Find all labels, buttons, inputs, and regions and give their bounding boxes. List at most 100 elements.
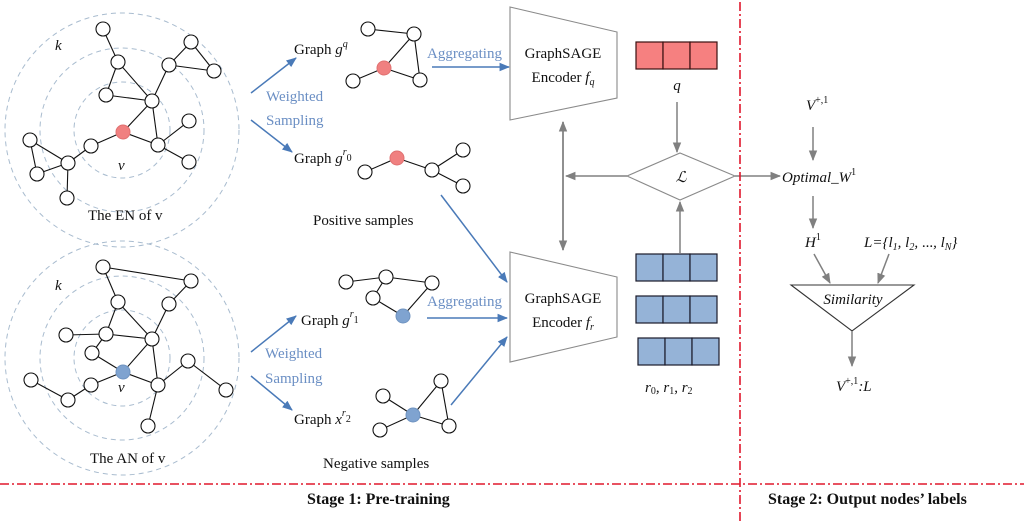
graph-node (98, 87, 114, 103)
target-node (395, 308, 411, 324)
graph-node (375, 388, 391, 404)
graph-node (424, 162, 440, 178)
k-hop-label: k (55, 38, 62, 54)
target-node (389, 150, 405, 166)
graph-node (183, 273, 199, 289)
graph-node (455, 178, 471, 194)
encoder-query: GraphSAGE Encoder fq (509, 6, 618, 121)
weighted-sampling-label: Weighted (266, 89, 324, 105)
graph-xr2: Graph xr2 (294, 373, 457, 438)
encoder-trapezoid (509, 6, 618, 121)
graph-node (218, 382, 234, 398)
graph-node (83, 138, 99, 154)
graph-node (206, 63, 222, 79)
graph-node (183, 34, 199, 50)
graph-gr0-label: Graph gr0 (294, 147, 352, 167)
query-vector: q (635, 41, 718, 94)
vector-cell (635, 253, 664, 282)
encoder-title: GraphSAGE (525, 46, 602, 62)
hop-ring-middle (39, 275, 205, 441)
graph-node (84, 345, 100, 361)
graph-node (378, 269, 394, 285)
similarity-label: Similarity (823, 292, 883, 308)
encoder-trapezoid (509, 251, 618, 363)
encoder-title: GraphSAGE (525, 291, 602, 307)
graph-node (83, 377, 99, 393)
graph-node (406, 26, 422, 42)
graph-node (433, 373, 449, 389)
graph-gr1-label: Graph gr1 (301, 309, 359, 329)
graph-node (110, 294, 126, 310)
sampling-arrow-gr1 (250, 315, 297, 353)
graph-node (345, 73, 361, 89)
hidden-repr-label: H1 (804, 232, 821, 251)
weighted-sampling-label: Weighted (265, 346, 323, 362)
vector-cell (635, 41, 664, 70)
graph-node (110, 54, 126, 70)
key-vectors: r0, r1, r2 (635, 253, 720, 397)
encoder-function: Encoder fr (532, 315, 594, 333)
vector-cell (691, 337, 720, 366)
graph-node (150, 377, 166, 393)
k-hop-label: k (55, 278, 62, 294)
hop-ring-outer (4, 240, 240, 476)
target-node-v (115, 124, 131, 140)
negative-samples-label: Negative samples (323, 456, 429, 472)
graph-gq-label: Graph gq (294, 39, 348, 58)
target-node-v (115, 364, 131, 380)
an-caption: The AN of v (90, 451, 166, 467)
graph-gr0: Graph gr0 (294, 142, 471, 194)
graph-node (60, 155, 76, 171)
target-node (376, 60, 392, 76)
graph-node (144, 331, 160, 347)
vector-cell (689, 253, 718, 282)
optimal-weights-label: Optimal_W1 (782, 167, 856, 186)
center-node-label: v (118, 158, 125, 174)
vector-cell (662, 295, 691, 324)
loss-symbol: ℒ (676, 170, 688, 186)
graph-node (365, 290, 381, 306)
hop-ring-inner (73, 309, 171, 407)
stage2-pipeline: V+,1 Optimal_W1 H1 L={l1, l2, ..., lN} S… (782, 95, 957, 395)
graph-node (23, 372, 39, 388)
graph-node (95, 259, 111, 275)
graph-node (181, 113, 197, 129)
vector-cell (662, 253, 691, 282)
positive-samples-label: Positive samples (313, 213, 414, 229)
vector-cell (635, 295, 664, 324)
en-caption: The EN of v (88, 208, 163, 224)
hidden-to-similarity-arrow (813, 253, 831, 284)
graph-node (338, 274, 354, 290)
graph-node (150, 137, 166, 153)
graph-node (441, 418, 457, 434)
graph-node (29, 166, 45, 182)
sampling-arrow-xr2 (250, 375, 293, 411)
vector-cell (637, 337, 666, 366)
aggregating-label: Aggregating (427, 294, 502, 310)
encoder-function: Encoder fq (532, 70, 595, 88)
hop-ring-inner (73, 81, 171, 179)
graph-node (181, 154, 197, 170)
label-set: L={l1, l2, ..., lN} (863, 235, 957, 253)
graph-node (424, 275, 440, 291)
graph-node (412, 72, 428, 88)
an-nodes (23, 259, 234, 434)
graph-node (161, 57, 177, 73)
vector-cell (662, 41, 691, 70)
graph-node (144, 93, 160, 109)
graph-node (58, 327, 74, 343)
graph-node (455, 142, 471, 158)
graph-node (22, 132, 38, 148)
key-vectors-label: r0, r1, r2 (645, 380, 693, 397)
graph-gq: Graph gq (294, 21, 428, 89)
sampling-arrow-gr0 (250, 119, 293, 153)
an-neighborhood: k v The AN of v (4, 240, 240, 476)
labels-to-similarity-arrow (877, 253, 890, 284)
graph-xr2-label: Graph xr2 (294, 408, 351, 428)
output-label: V+,1:L (836, 376, 872, 395)
graph-node (60, 392, 76, 408)
stage2-title: Stage 2: Output nodes’ labels (768, 491, 967, 508)
graph-gr1: Graph gr1 (301, 269, 440, 329)
encoder-key: GraphSAGE Encoder fr (509, 251, 618, 363)
